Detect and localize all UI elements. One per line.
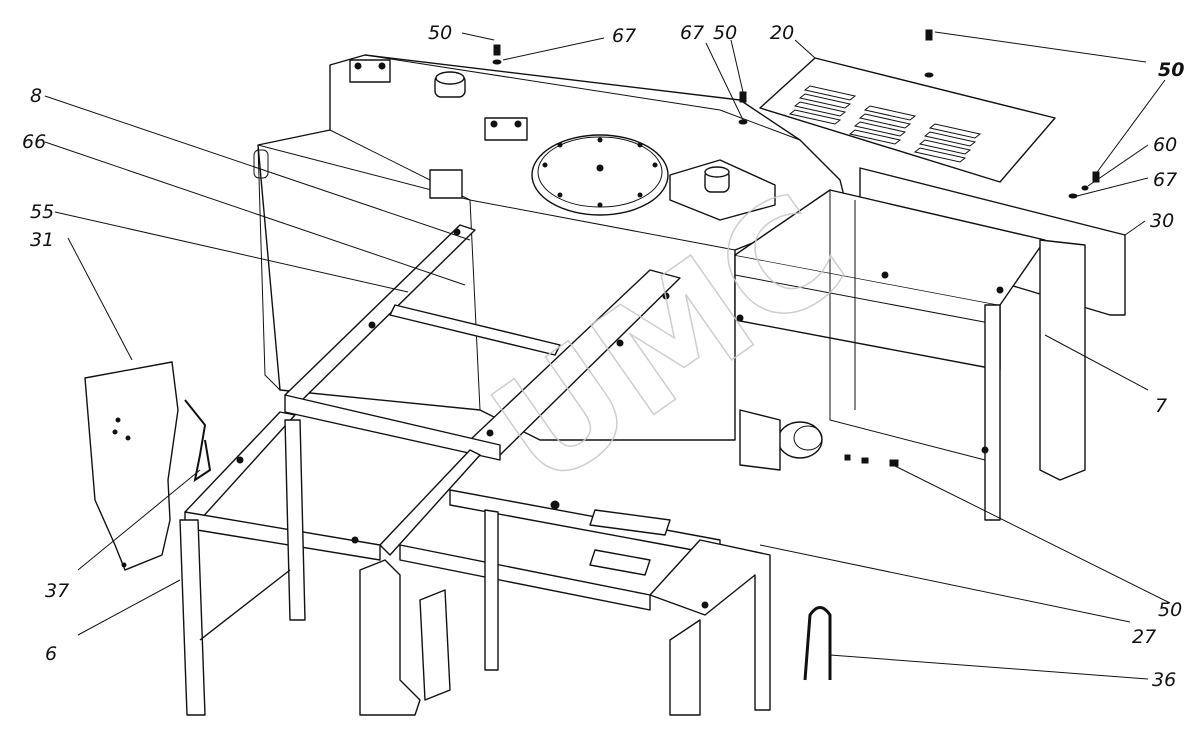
u-bolt-36 [803, 606, 832, 681]
right-frame-7 [734, 189, 1086, 521]
callout-31: 31 [30, 229, 54, 251]
callout-8: 8 [30, 85, 42, 107]
leader-lines [44, 31, 1171, 680]
callout-37: 37 [45, 580, 69, 602]
callout-30: 30 [1150, 210, 1174, 232]
front-panel-lower [359, 559, 451, 716]
callout-55: 55 [30, 201, 54, 223]
callout-67: 67 [612, 25, 636, 47]
top-cover-plate-20 [759, 57, 1056, 183]
cable-37 [184, 399, 212, 483]
callout-66: 66 [22, 131, 46, 153]
lower-left-frame-6 [179, 411, 481, 716]
callout-67: 67 [680, 22, 704, 44]
callout-50: 50 [1158, 59, 1184, 81]
callout-20: 20 [770, 22, 794, 44]
lower-middle-frame-27 [399, 489, 771, 716]
callout-labels: 50 67 67 50 20 50 60 67 30 8 66 55 31 7 … [22, 22, 1184, 691]
side-panel-31 [84, 361, 179, 571]
callout-50: 50 [1158, 599, 1182, 621]
round-cover-plate [531, 134, 669, 216]
callout-60: 60 [1153, 134, 1177, 156]
callout-67: 67 [1153, 169, 1177, 191]
top-brackets [349, 59, 528, 199]
center-frame [284, 224, 681, 461]
filler-cap-left [434, 71, 466, 98]
callout-36: 36 [1152, 669, 1176, 691]
callout-7: 7 [1155, 395, 1167, 417]
callout-50: 50 [428, 22, 452, 44]
callout-27: 27 [1132, 626, 1156, 648]
callout-50: 50 [713, 22, 737, 44]
pump-fitting [739, 409, 823, 471]
callout-6: 6 [45, 643, 57, 665]
filler-plate-right [669, 159, 776, 221]
